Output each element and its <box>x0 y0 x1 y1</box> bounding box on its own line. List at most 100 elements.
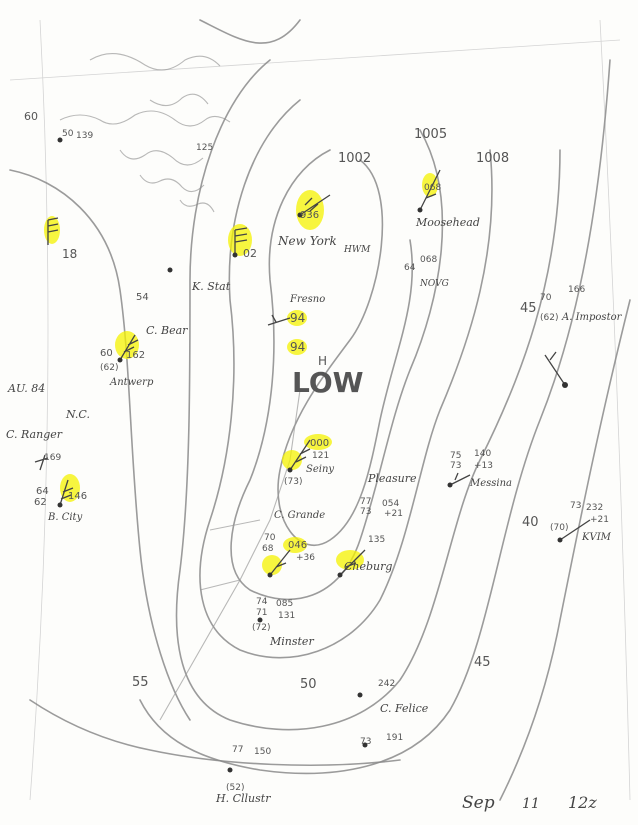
station-c-grande-temp: 70 <box>264 533 276 543</box>
station-kvim-temp: 73 <box>570 501 581 511</box>
station-c-ranger-pressure: 169 <box>44 453 61 463</box>
station-minster-temp: 74 <box>256 597 268 607</box>
low-label: LOW <box>292 366 364 399</box>
station-nc-name: N.C. <box>65 408 90 421</box>
station-messina-pressure: 140 <box>474 449 491 459</box>
station-fresno-name: Fresno <box>289 294 325 305</box>
coastline-sketch <box>59 53 231 213</box>
station-dots <box>57 137 568 773</box>
station-messina-name: Messina <box>469 478 512 489</box>
station-b-city-name: B. City <box>47 512 83 523</box>
station-misc-nw-pressure: 125 <box>196 143 213 153</box>
station-seiny-name: Seiny <box>306 464 334 475</box>
station-c-felice-pressure: 242 <box>378 679 395 689</box>
station-nova-pressure: 068 <box>420 255 437 265</box>
station-moosehead-name: Moosehead <box>415 216 480 229</box>
station-c-grande-pressure: 046 <box>288 540 307 551</box>
station-pleasure-dew: 73 <box>360 507 371 517</box>
isobars <box>9 19 631 801</box>
isobar-1002 <box>277 159 414 547</box>
station-messina-dew: 73 <box>450 461 461 471</box>
station-c-felice-name: C. Felice <box>380 702 429 715</box>
station-cheburg-name: Cheburg <box>344 560 392 573</box>
station-h-cllustr-name: H. Cllustr <box>215 792 271 805</box>
station-messina-temp: 75 <box>450 451 461 461</box>
isobar-top-left <box>199 19 301 44</box>
station-misc-sw-temp: 73 <box>360 737 371 747</box>
isobar-west-2 <box>29 699 401 766</box>
station-c-grande-dew: 68 <box>262 544 274 554</box>
station-kvim-tendency: +21 <box>590 515 609 525</box>
highlight-new-york <box>296 190 324 230</box>
graticule <box>9 19 631 801</box>
station-h-cllustr-dew: (52) <box>226 783 244 793</box>
isobar-label-1005: 1005 <box>414 127 447 142</box>
station-a-impost-dew: (62) <box>540 313 558 323</box>
station-minster-dew: 71 <box>256 608 267 618</box>
highlight-b-city <box>60 474 80 502</box>
station-b-city-pressure: 146 <box>68 491 87 502</box>
station-messina-tendency: +13 <box>474 461 493 471</box>
highlight-fresno-b <box>287 339 307 355</box>
highlight-c-grande-b <box>262 555 282 575</box>
station-c-grande-tendency: +36 <box>296 553 315 563</box>
isobar-outer-1 <box>175 59 561 731</box>
station-au84-name: AU. 84 <box>7 382 45 395</box>
highlight-seiny-pres <box>304 434 332 450</box>
station-b-city-temp: 64 <box>36 486 49 497</box>
highlight-cheburg <box>336 550 364 570</box>
station-kvim-pressure: 232 <box>586 503 603 513</box>
highlight-k-stat <box>228 224 252 256</box>
station-fresno-b-pressure: 94 <box>290 340 305 354</box>
station-h-cllustr-temp: 77 <box>232 745 243 755</box>
temp-label-50: 50 <box>300 677 317 692</box>
station-b-city-dew: 62 <box>34 497 47 508</box>
station-minster-name: Minster <box>269 635 314 648</box>
temp-label-40: 40 <box>522 515 539 530</box>
station-c-ranger-name: C. Ranger <box>6 428 63 441</box>
station-c-bear-name: C. Bear <box>146 324 188 337</box>
station-moosehead-pressure: 068 <box>424 183 441 193</box>
isobar-1008 <box>199 99 493 659</box>
station-pleasure-pressure: 054 <box>382 499 399 509</box>
station-minster-dew2: (72) <box>252 623 270 633</box>
station-antwerp-name: Antwerp <box>109 377 154 388</box>
station-k-stat-pressure: 02 <box>243 247 257 260</box>
highlight-seiny <box>282 450 302 470</box>
station-new-york-pressure: 936 <box>300 210 319 221</box>
station-misc-60-pressure: 139 <box>76 131 93 141</box>
station-c-grande-name: C. Grande <box>274 510 325 521</box>
station-kvim-dew: (70) <box>550 523 568 533</box>
isobar-far-right <box>499 299 631 801</box>
temp-label-55: 55 <box>132 675 149 690</box>
temp-label-45a: 45 <box>520 301 537 316</box>
temp-label-60: 60 <box>24 110 38 123</box>
station-h-cllustr-pressure: 150 <box>254 747 271 757</box>
station-kvim-name: KVIM <box>581 532 612 543</box>
station-antwerp-dew: (62) <box>100 363 118 373</box>
station-new-york-suffix: HWM <box>343 245 371 255</box>
station-pleasure-tendency: +21 <box>384 509 403 519</box>
station-seiny-pressure: 000 <box>310 438 329 449</box>
station-pleasure-name: Pleasure <box>367 472 417 485</box>
station-seiny-dew: (73) <box>284 477 302 487</box>
station-antwerp-temp: 60 <box>100 348 113 359</box>
station-minster-tendency: 131 <box>278 611 295 621</box>
isobar-west <box>9 169 191 721</box>
isobar-1005 <box>230 129 444 601</box>
station-seiny-tendency: 121 <box>312 451 329 461</box>
footer-day: 11 <box>522 796 540 812</box>
isobar-label-1002: 1002 <box>338 151 371 166</box>
highlights <box>44 173 438 575</box>
footer-date: Sep <box>462 793 495 813</box>
station-pleasure-temp: 77 <box>360 497 371 507</box>
station-misc-sw-pressure: 191 <box>386 733 403 743</box>
station-cheburg-pressure: 135 <box>368 535 385 545</box>
wind-barbs <box>34 169 591 576</box>
station-antwerp-pressure: 162 <box>126 350 145 361</box>
station-18-pressure: 18 <box>62 247 77 261</box>
station-a-impost-pressure: 166 <box>568 285 585 295</box>
station-a-impost-temp: 70 <box>540 293 552 303</box>
